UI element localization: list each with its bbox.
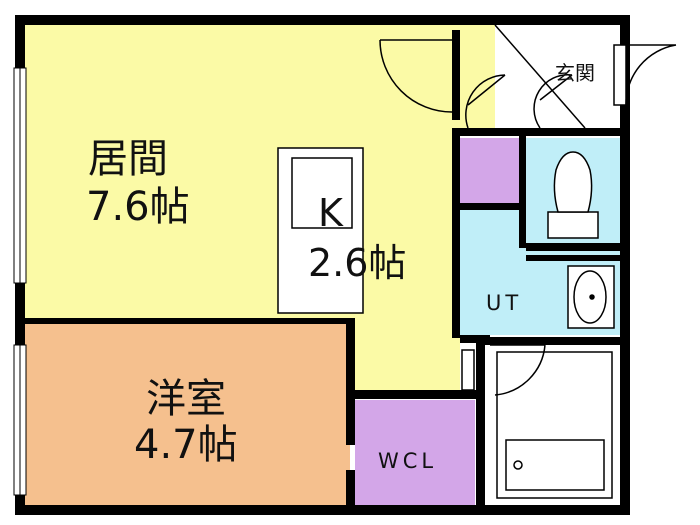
interior-walls bbox=[25, 30, 620, 510]
living-room-size: 7.6帖 bbox=[86, 184, 190, 230]
living-room-name: 居間 bbox=[88, 136, 168, 182]
kitchen-name: K bbox=[318, 191, 344, 235]
western-room-size: 4.7帖 bbox=[134, 422, 238, 468]
wall-posts bbox=[461, 349, 475, 391]
entrance-floor bbox=[495, 25, 625, 128]
western-room-name: 洋室 bbox=[146, 376, 226, 422]
bathroom-floor bbox=[490, 345, 620, 505]
windows bbox=[13, 67, 27, 496]
shoe-closet-floor bbox=[460, 138, 526, 203]
wash-basin bbox=[567, 265, 615, 329]
kitchen-counter bbox=[277, 147, 364, 314]
utility-room-name: UT bbox=[486, 291, 522, 315]
unit-bath bbox=[490, 344, 613, 499]
toilet-fixture bbox=[547, 151, 599, 239]
entrance-door bbox=[379, 24, 677, 129]
wcl-closet-floor bbox=[355, 400, 475, 505]
western-room-floor bbox=[25, 320, 350, 505]
kitchen-size: 2.6帖 bbox=[308, 241, 406, 285]
toilet-room-name: WCL bbox=[378, 449, 437, 473]
entrance-name: 玄関 bbox=[555, 61, 595, 85]
